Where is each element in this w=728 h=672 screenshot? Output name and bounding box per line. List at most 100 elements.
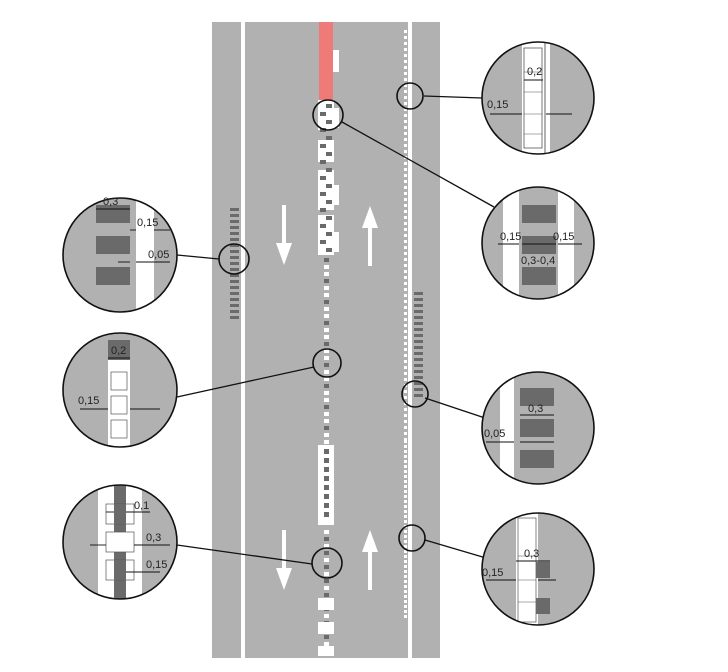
right-edge-dot xyxy=(404,306,407,309)
detail-circle-center-dashes: 0,2 0,15 xyxy=(62,332,178,448)
right-edge-dot xyxy=(404,390,407,393)
right-edge-dot xyxy=(404,505,407,508)
right-edge-dot xyxy=(404,66,407,69)
right-edge-dot xyxy=(404,605,407,608)
rumble-strip xyxy=(230,292,239,295)
right-edge-dot xyxy=(404,204,407,207)
center-dash xyxy=(324,593,329,597)
right-edge-dot xyxy=(404,294,407,297)
right-edge-dot xyxy=(404,460,407,463)
center-dash xyxy=(324,328,329,332)
right-edge-dot xyxy=(404,366,407,369)
rumble-strip xyxy=(414,322,423,325)
rumble-strip xyxy=(230,316,239,319)
rumble-strip xyxy=(414,304,423,307)
right-edge-dot xyxy=(404,475,407,478)
right-edge-dot xyxy=(404,560,407,563)
right-edge-dot xyxy=(404,372,407,375)
center-checker xyxy=(320,128,326,132)
right-edge-line xyxy=(408,22,412,658)
center-checker xyxy=(324,476,329,481)
center-checker xyxy=(320,176,326,180)
right-edge-dot xyxy=(404,535,407,538)
dimension-label: 0,2 xyxy=(111,345,126,357)
right-edge-dot xyxy=(404,540,407,543)
right-edge-dot xyxy=(404,138,407,141)
callout-marker xyxy=(401,380,429,408)
center-dash xyxy=(324,614,329,618)
right-edge-dot xyxy=(404,440,407,443)
center-checker xyxy=(324,467,329,472)
center-dash xyxy=(324,579,329,583)
center-dash xyxy=(324,398,329,402)
center-dash xyxy=(324,363,329,367)
right-edge-dot xyxy=(404,600,407,603)
right-edge-dot xyxy=(404,174,407,177)
right-edge-dot xyxy=(404,30,407,33)
rumble-strip xyxy=(230,256,239,259)
center-checker xyxy=(326,120,332,124)
center-checker xyxy=(326,168,332,172)
center-checker xyxy=(326,216,332,220)
center-dash xyxy=(324,279,329,283)
right-edge-dot xyxy=(404,342,407,345)
right-edge-dot xyxy=(404,432,407,435)
rumble-strip xyxy=(230,250,239,253)
center-dash xyxy=(324,572,329,576)
lane-arrow-down xyxy=(276,530,292,590)
right-edge-dot xyxy=(404,78,407,81)
rumble-strip xyxy=(414,388,423,391)
right-edge-dot xyxy=(404,490,407,493)
right-edge-dot xyxy=(404,228,407,231)
right-edge-dot xyxy=(404,455,407,458)
right-edge-dot xyxy=(404,192,407,195)
detail-circle-red-end: 0,15 0,15 0,3-0,4 xyxy=(481,186,595,300)
center-dash xyxy=(324,565,329,569)
detail-circle-right-rumble: 0,3 0,05 xyxy=(481,371,595,485)
right-edge-dot xyxy=(404,438,407,441)
center-dash xyxy=(324,405,329,409)
dimension-label: 0,1 xyxy=(134,500,149,512)
lane-arrow-up xyxy=(362,530,378,590)
right-edge-dot xyxy=(404,108,407,111)
right-edge-dot xyxy=(404,270,407,273)
right-edge-dot xyxy=(404,550,407,553)
right-edge-dot xyxy=(404,282,407,285)
center-block xyxy=(318,140,334,162)
center-dash xyxy=(324,433,329,437)
right-edge-dot xyxy=(404,48,407,51)
right-edge-dot xyxy=(404,162,407,165)
right-edge-dot xyxy=(404,485,407,488)
center-dash xyxy=(324,342,329,346)
rumble-strip xyxy=(230,280,239,283)
center-dash xyxy=(324,558,329,562)
right-edge-dot xyxy=(404,585,407,588)
center-checker xyxy=(320,160,326,164)
right-edge-dot xyxy=(404,495,407,498)
center-dash xyxy=(324,544,329,548)
center-dash xyxy=(324,642,329,646)
center-checker xyxy=(320,112,326,116)
right-edge-dot xyxy=(404,120,407,123)
right-edge-dot xyxy=(404,84,407,87)
right-edge-dot xyxy=(404,168,407,171)
center-dash xyxy=(324,307,329,311)
center-block xyxy=(318,598,334,610)
rumble-strip xyxy=(230,298,239,301)
right-edge-dot xyxy=(404,470,407,473)
dimension-label: 0,3 xyxy=(103,196,118,208)
rumble-strips xyxy=(230,208,423,397)
center-checker xyxy=(324,503,329,508)
dimension-label: 0,05 xyxy=(484,428,505,440)
right-edge-dot xyxy=(404,465,407,468)
center-dash xyxy=(324,349,329,353)
center-dash xyxy=(324,265,329,269)
right-edge-dot xyxy=(404,570,407,573)
center-checker xyxy=(326,136,332,140)
center-checker xyxy=(320,144,326,148)
right-edge-dot xyxy=(404,90,407,93)
right-edge-dot xyxy=(404,180,407,183)
right-edge-dot xyxy=(404,610,407,613)
right-edge-dot xyxy=(404,312,407,315)
rumble-strip xyxy=(230,244,239,247)
